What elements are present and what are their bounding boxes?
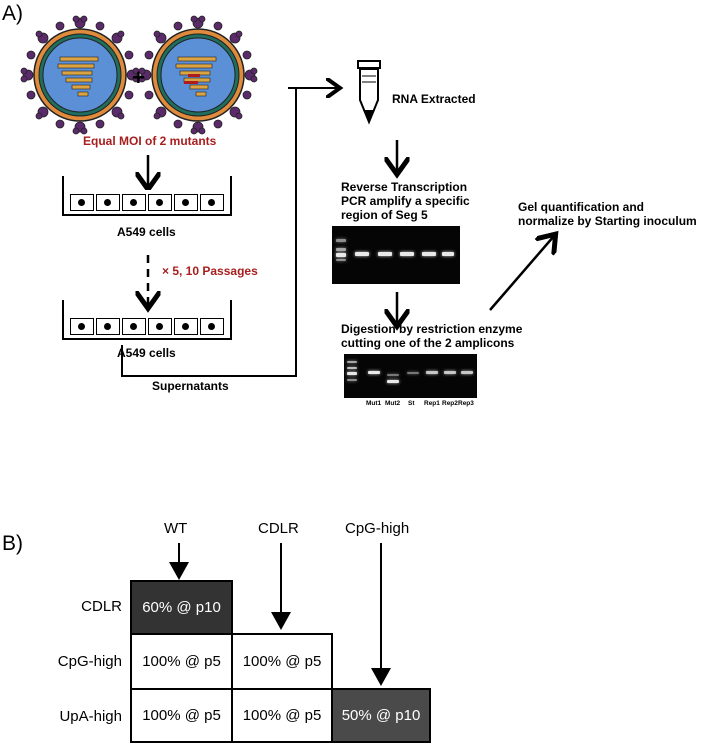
cell-cpg-high-wt: 100% @ p5 (130, 633, 233, 690)
lane-label-mut1: Mut1 (366, 400, 382, 407)
well (122, 194, 146, 211)
well (200, 194, 224, 211)
panel-b-letter: B) (2, 532, 23, 555)
lane-label-rep3: Rep3 (458, 400, 474, 407)
row-label-cpg-high: CpG-high (57, 653, 122, 670)
plate-top (62, 176, 232, 216)
column-label-wt: WT (164, 520, 188, 537)
supernatants-label: Supernatants (152, 379, 229, 393)
tube-icon (357, 60, 381, 125)
row-label-cdlr: CDLR (81, 598, 122, 615)
row-label-upa-high: UpA-high (59, 708, 122, 725)
cell-upa-high-cdlr: 100% @ p5 (231, 688, 333, 743)
lane-label-rep2: Rep2 (442, 400, 458, 407)
panel-a-letter: A) (2, 2, 23, 25)
cell-cpg-high-cdlr: 100% @ p5 (231, 633, 333, 690)
digestion-gel-image (344, 354, 477, 398)
rna-extracted-label: RNA Extracted (392, 92, 476, 106)
well (174, 318, 198, 335)
column-label-cdlr: CDLR (258, 520, 299, 537)
digestion-label-line2: cutting one of the 2 amplicons (341, 336, 515, 350)
mixture-label: Equal MOI of 2 mutants (83, 134, 217, 148)
plate-bottom (62, 300, 232, 340)
passages-label: × 5, 10 Passages (162, 264, 258, 278)
plate-bottom-label: A549 cells (117, 346, 176, 360)
plus-sign: + (132, 65, 145, 90)
well (200, 318, 224, 335)
pcr-gel-image (332, 226, 460, 284)
well (70, 318, 94, 335)
well (148, 318, 172, 335)
cell-upa-high-cpg-high: 50% @ p10 (331, 688, 431, 743)
well (96, 318, 120, 335)
digestion-label-line1: Digestion by restriction enzyme (341, 322, 523, 336)
lane-label-st: St (408, 400, 415, 407)
well (148, 194, 172, 211)
gel-quant-label-line2: normalize by Starting inoculum (518, 214, 697, 228)
plate-top-label: A549 cells (117, 225, 176, 239)
panel-a-arrows (121, 0, 708, 377)
well (96, 194, 120, 211)
mutant-segment-marker (184, 74, 200, 84)
cell-cdlr-wt: 60% @ p10 (130, 580, 233, 635)
lane-label-rep1: Rep1 (424, 400, 440, 407)
gel-quant-label-line1: Gel quantification and (518, 200, 645, 214)
panel-b-arrows (169, 543, 391, 686)
well (70, 194, 94, 211)
lane-label-mut2: Mut2 (385, 400, 401, 407)
rt-pcr-label-line3: region of Seg 5 (341, 208, 428, 222)
rt-pcr-label-line2: PCR amplify a specific (341, 194, 470, 208)
rt-pcr-label-line1: Reverse Transcription (341, 180, 468, 194)
virus-illustration: + (20, 15, 258, 135)
column-label-cpg-high: CpG-high (345, 520, 410, 537)
well (122, 318, 146, 335)
well (174, 194, 198, 211)
cell-upa-high-wt: 100% @ p5 (130, 688, 233, 743)
